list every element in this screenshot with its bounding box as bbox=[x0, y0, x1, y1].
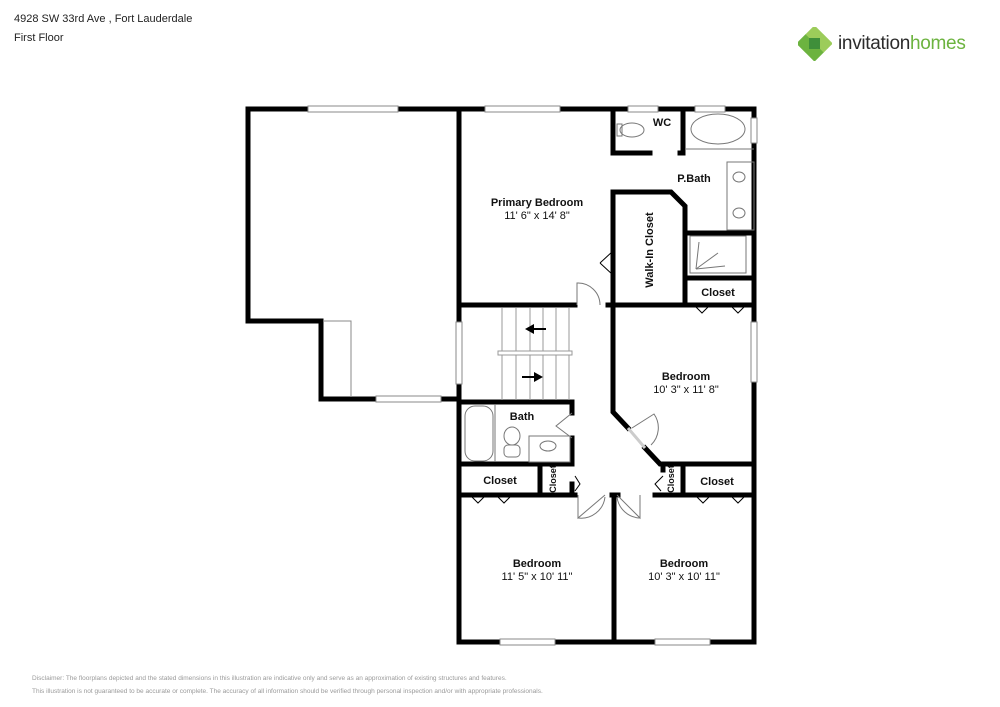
stair-arrow-right-icon bbox=[534, 372, 543, 382]
property-address: 4928 SW 33rd Ave , Fort Lauderdale bbox=[14, 13, 193, 25]
window bbox=[627, 105, 659, 113]
room-dims-bedroom-2: 10' 3" x 11' 8" bbox=[653, 384, 719, 396]
room-label-closet-right: Closet bbox=[700, 476, 734, 488]
logo-word-invitation: invitation bbox=[838, 33, 910, 54]
vanity bbox=[528, 435, 571, 463]
window bbox=[750, 321, 758, 383]
room-label-closet-small-right: Closet bbox=[666, 465, 676, 493]
bathtub-icon bbox=[690, 113, 746, 145]
room-dims-bedroom-4: 10' 3" x 10' 11" bbox=[648, 571, 720, 583]
shower-icon bbox=[689, 235, 747, 274]
sink-icon bbox=[732, 171, 746, 183]
room-label-bath: Bath bbox=[510, 411, 535, 423]
window bbox=[375, 395, 442, 403]
room-dims-primary-bedroom: 11' 6" x 14' 8" bbox=[504, 210, 570, 222]
window bbox=[499, 638, 556, 646]
invitation-homes-logo: invitationhomes bbox=[798, 26, 966, 62]
logo-word-homes: homes bbox=[910, 33, 966, 54]
room-label-closet-primary: Closet bbox=[701, 287, 735, 299]
door-swing bbox=[576, 282, 601, 306]
room-label-bedroom-3: Bedroom bbox=[513, 558, 562, 570]
room-label-wc: WC bbox=[653, 117, 671, 129]
window bbox=[750, 117, 758, 144]
door-swing bbox=[577, 494, 606, 520]
disclaimer-line-1: Disclaimer: The floorplans depicted and … bbox=[32, 675, 507, 682]
window bbox=[307, 105, 399, 113]
toilet-icon bbox=[619, 122, 645, 138]
sink-icon bbox=[539, 440, 557, 452]
toilet-icon bbox=[503, 426, 521, 446]
room-label-bedroom-4: Bedroom bbox=[660, 558, 709, 570]
room-label-p-bath: P.Bath bbox=[677, 173, 711, 185]
bathtub-icon bbox=[464, 405, 494, 462]
window bbox=[455, 321, 463, 385]
clover-logo-icon bbox=[798, 27, 832, 61]
sink-icon bbox=[732, 207, 746, 219]
room-dims-bedroom-3: 11' 5" x 10' 11" bbox=[502, 571, 573, 583]
room-label-bedroom-2: Bedroom bbox=[662, 371, 711, 383]
staircase bbox=[497, 308, 573, 400]
door-swing bbox=[631, 413, 659, 446]
window bbox=[484, 105, 561, 113]
window bbox=[694, 105, 726, 113]
floor-label: First Floor bbox=[14, 32, 64, 44]
vanity bbox=[726, 161, 755, 231]
wall-left-outer bbox=[245, 106, 462, 402]
room-label-closet-small-left: Closet bbox=[548, 465, 558, 493]
room-label-closet-bath: Closet bbox=[483, 475, 517, 487]
window bbox=[654, 638, 711, 646]
disclaimer-line-2: This illustration is not guaranteed to b… bbox=[32, 688, 543, 695]
stair-arrow-left-icon bbox=[525, 324, 534, 334]
room-label-primary-bedroom: Primary Bedroom bbox=[491, 197, 584, 209]
room-label-walk-in-closet: Walk-In Closet bbox=[644, 212, 656, 288]
